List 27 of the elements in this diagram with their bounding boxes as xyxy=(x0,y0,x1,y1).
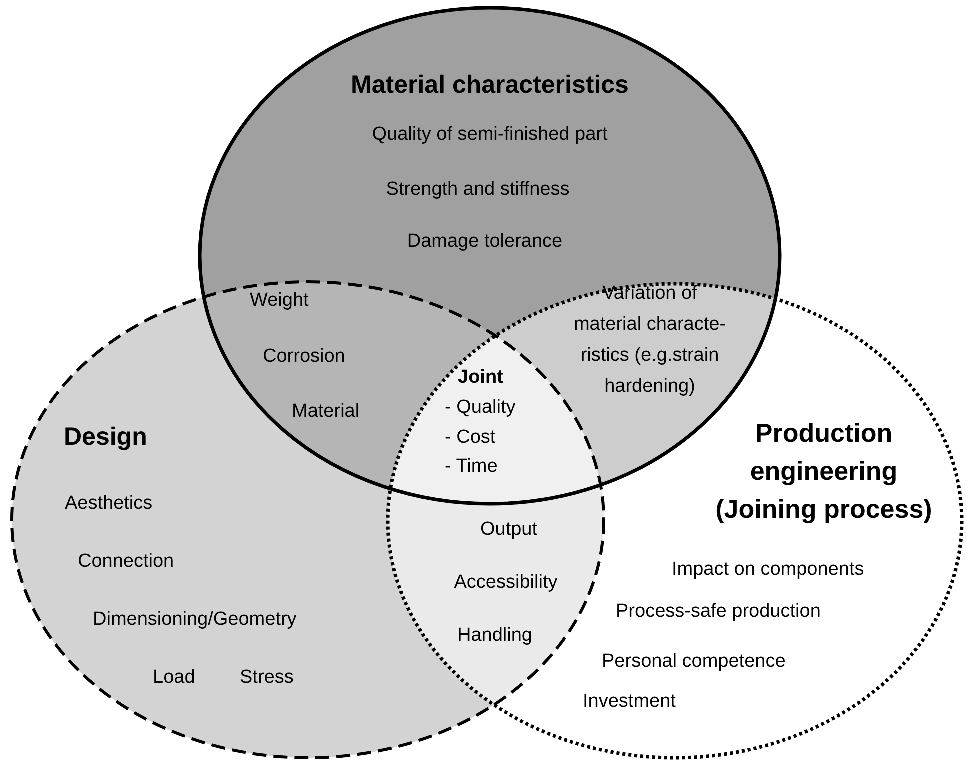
overlap-factor-text: - Quality xyxy=(445,396,516,420)
factor-text: Impact on components xyxy=(672,558,864,582)
factor-text: Quality of semi-finished part xyxy=(371,123,609,147)
factor-text: Damage tolerance xyxy=(406,230,564,254)
overlap-factor-text: - Time xyxy=(445,455,498,479)
factor-text: Load xyxy=(153,666,196,690)
region-heading: Production engineering (Joining process) xyxy=(714,417,934,526)
factor-text: Connection xyxy=(78,550,174,574)
overlap-heading: Joint xyxy=(458,366,504,390)
factor-text: Dimensioning/Geometry xyxy=(93,608,297,632)
factor-text: Strength and stiffness xyxy=(385,178,571,202)
overlap-factor-text: Corrosion xyxy=(263,345,346,369)
overlap-factor-text: Variation of material characte- ristics (e.g.strain hardening) xyxy=(572,282,728,399)
overlap-factor-text: Handling xyxy=(456,624,534,648)
factor-text: Aesthetics xyxy=(65,492,153,516)
region-heading: Design xyxy=(64,422,148,452)
production-ellipse xyxy=(388,284,962,758)
overlap-factor-text: Accessibility xyxy=(453,571,559,595)
overlap-factor-text: Weight xyxy=(250,289,309,313)
overlap-factor-text: Output xyxy=(479,518,539,542)
factor-text: Stress xyxy=(240,666,294,690)
factor-text: Personal competence xyxy=(602,650,786,674)
region-heading: Material characteristics xyxy=(350,70,630,100)
overlap-factor-text: - Cost xyxy=(445,426,496,450)
overlap-factor-text: Material xyxy=(292,400,360,424)
factor-text: Process-safe production xyxy=(616,600,821,624)
factor-text: Investment xyxy=(583,690,676,714)
